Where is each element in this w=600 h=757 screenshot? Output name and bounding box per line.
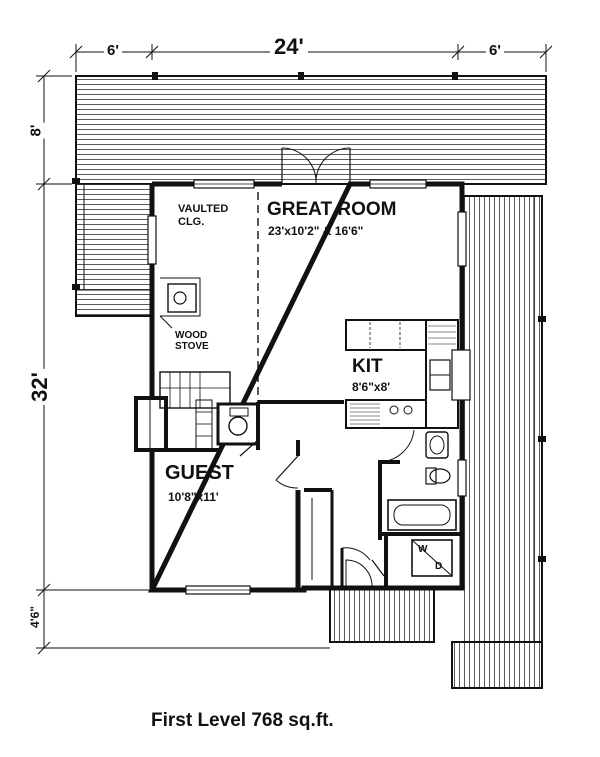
- french-doors: [281, 147, 351, 185]
- kitchen-label: KIT: [352, 356, 383, 377]
- vaulted-line2: CLG.: [178, 216, 205, 228]
- vaulted-line1: VAULTED: [178, 203, 229, 215]
- dryer-label: D: [435, 561, 443, 572]
- entry-deck: [329, 588, 435, 643]
- wood-stove-line2: STOVE: [175, 341, 209, 352]
- right-deck: [462, 195, 546, 642]
- wood-stove: [159, 277, 201, 329]
- bath-fixtures: [387, 431, 457, 531]
- door-swings: [239, 429, 415, 587]
- entry-stairs: [451, 641, 543, 689]
- plan-caption: First Level 768 sq.ft.: [151, 710, 334, 731]
- great-room-size: 23'x10'2" & 16'6": [268, 224, 364, 238]
- chimney: [134, 396, 168, 452]
- dim-right-deck-width: 6': [486, 42, 504, 59]
- wood-stove-line1: WOOD: [175, 330, 208, 341]
- guest-room-label: GUEST: [165, 462, 234, 484]
- kitchen-size: 8'6"x8': [352, 380, 391, 394]
- guest-room-size: 10'8"x11': [168, 490, 219, 504]
- windows: [147, 179, 467, 595]
- utility-closet: [216, 402, 260, 446]
- washer-dryer: [411, 539, 453, 577]
- dim-entry-deck-depth: 4'6": [27, 604, 42, 630]
- top-deck: [72, 72, 547, 317]
- great-room-label: GREAT ROOM: [267, 199, 397, 220]
- dim-overall-depth: 32': [26, 369, 53, 405]
- wood-stove-label: WOOD STOVE: [175, 330, 209, 352]
- dimension-lines: [36, 44, 553, 655]
- washer-label: W: [418, 544, 428, 555]
- dim-left-deck-width: 6': [104, 42, 122, 59]
- dim-top-deck-depth: 8': [27, 122, 45, 139]
- kitchen-counters: [345, 319, 471, 429]
- dim-overall-width: 24': [270, 34, 308, 60]
- vaulted-ceiling-label: VAULTED CLG.: [178, 203, 228, 229]
- interior-walls: [152, 400, 462, 590]
